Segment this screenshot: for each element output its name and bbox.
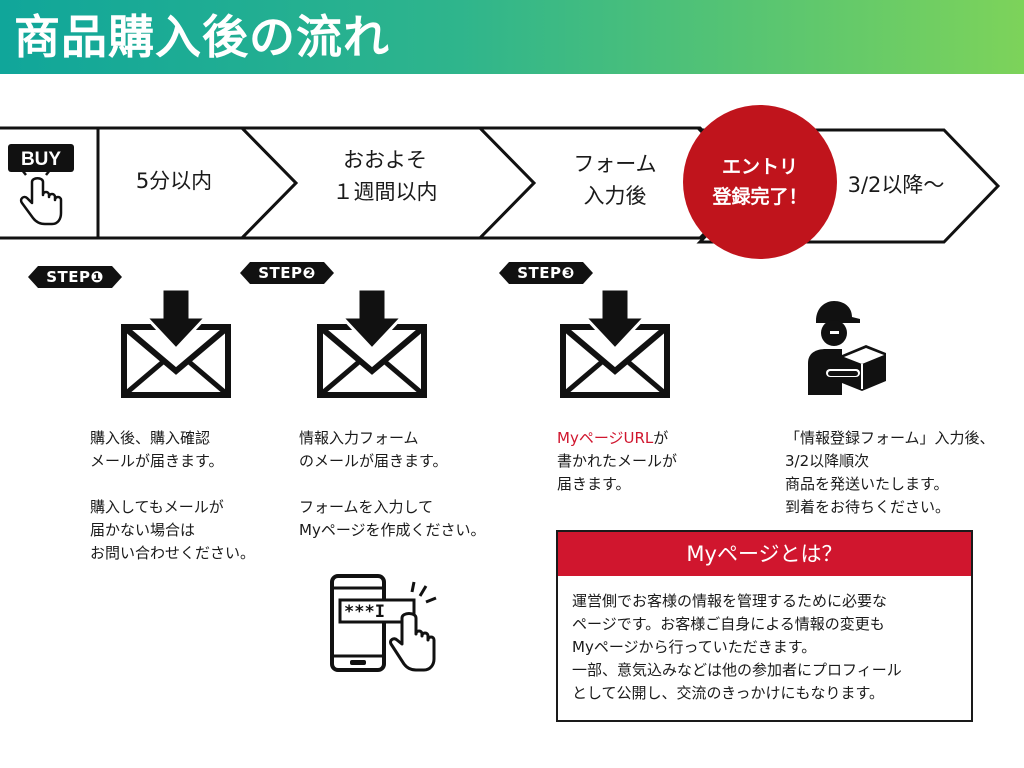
step-2-label: STEP❷ (258, 264, 316, 282)
desc-line: 到着をお待ちください。 (785, 498, 951, 516)
step-3-badge: STEP❸ (499, 262, 593, 284)
step-4-description: 「情報登録フォーム」入力後、 3/2以降順次 商品を発送いたします。 到着をお待… (785, 427, 995, 519)
hand-pointer-icon (19, 166, 63, 226)
info-box-title: Myページとは？ (558, 532, 971, 576)
step-1-description: 購入後、購入確認 メールが届きます。 購入してもメールが 届かない場合は お問い… (90, 427, 255, 565)
step-3-label: STEP❸ (517, 264, 575, 282)
desc-line: 3/2以降順次 (785, 452, 870, 470)
desc-line: のメールが届きます。 (299, 452, 448, 470)
desc-line: Myページを作成ください。 (299, 521, 486, 539)
smartphone-password-icon: ***I (330, 574, 437, 672)
desc-line: 書かれたメールが (557, 452, 678, 470)
delivery-person-icon (808, 301, 886, 395)
complete-badge-text: エントリ 登録完了！ (712, 156, 808, 208)
desc-line: 届きます。 (557, 475, 631, 493)
stage-4-text: 3/2以降〜 (847, 173, 945, 197)
step-3-description: MyページURLが 書かれたメールが 届きます。 (557, 427, 677, 496)
buy-label: BUY (21, 149, 61, 170)
mypage-url-highlight: MyページURL (557, 429, 654, 447)
mail-download-icon (121, 287, 231, 398)
step-2-badge: STEP❷ (240, 262, 334, 284)
info-line: 運営側でお客様の情報を管理するために必要な (572, 592, 888, 610)
info-line: として公開し、交流のきっかけにもなります。 (572, 684, 885, 702)
desc-line: 情報入力フォーム (299, 429, 419, 447)
desc-line: 「情報登録フォーム」入力後、 (785, 429, 995, 447)
stage-1-text: 5分以内 (135, 169, 213, 193)
header-bar: 商品購入後の流れ (0, 0, 1024, 74)
page-title: 商品購入後の流れ (14, 10, 390, 64)
info-line: ページです。お客様ご自身による情報の変更も (572, 615, 885, 633)
stage-3-text: フォーム 入力後 (573, 152, 657, 208)
flow-diagram: BUY (0, 105, 1001, 259)
mypage-info-box: Myページとは？ 運営側でお客様の情報を管理するために必要な ページです。お客様… (556, 530, 973, 722)
info-line: 一部、意気込みなどは他の参加者にプロフィール (572, 661, 902, 679)
chevron-stage-3 (476, 126, 757, 240)
step-1-label: STEP❶ (46, 268, 104, 286)
password-field-text: ***I (344, 602, 385, 622)
desc-line: 購入後、購入確認 (90, 429, 211, 447)
desc-line: メールが届きます。 (90, 452, 224, 470)
desc-line: が (653, 429, 669, 447)
desc-line: お問い合わせください。 (90, 544, 256, 562)
stage-2-text: おおよそ １週間以内 (332, 148, 438, 204)
info-box-body: 運営側でお客様の情報を管理するために必要な ページです。お客様ご自身による情報の… (572, 590, 902, 705)
buy-button-icon: BUY (8, 144, 74, 172)
desc-line: 商品を発送いたします。 (785, 475, 949, 493)
desc-line: 購入してもメールが (90, 498, 224, 516)
info-line: Myページから行っていただきます。 (572, 638, 817, 656)
mail-download-icon (560, 287, 670, 398)
desc-line: フォームを入力して (299, 498, 434, 516)
complete-circle (683, 105, 837, 259)
desc-line: 届かない場合は (90, 521, 196, 539)
mail-download-icon (317, 287, 427, 398)
step-1-badge: STEP❶ (28, 266, 122, 288)
step-2-description: 情報入力フォーム のメールが届きます。 フォームを入力して Myページを作成くだ… (299, 427, 486, 542)
